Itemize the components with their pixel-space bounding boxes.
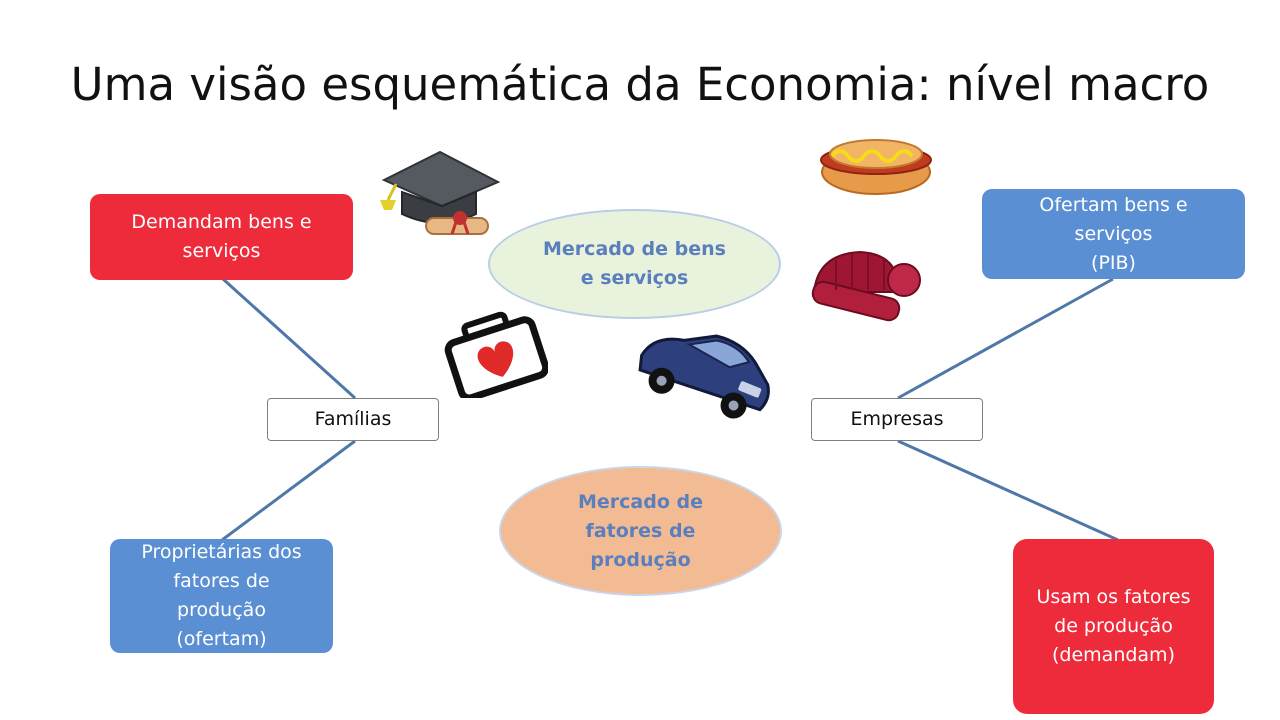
factors-market-line-2: fatores de — [585, 519, 696, 542]
families-label: Famílias — [314, 408, 392, 430]
goods-market-ellipse: Mercado de bens e serviços — [488, 209, 781, 319]
graduation-cap-icon — [380, 150, 501, 235]
families-owners-box: Proprietárias dos fatores de produção (o… — [110, 539, 333, 653]
slide-title: Uma visão esquemática da Economia: nível… — [70, 58, 1210, 111]
families-owners-line-1: Proprietárias dos — [141, 541, 302, 563]
families-demand-box: Demandam bens e serviços — [90, 194, 353, 280]
connector-demand-to-families — [221, 277, 357, 400]
hot-dog-icon — [820, 139, 932, 195]
goods-market-line-1: Mercado de bens — [543, 238, 726, 260]
families-owners-line-3: produção — [177, 599, 266, 621]
factors-market-ellipse: Mercado de fatores de produção — [499, 466, 782, 596]
firms-supply-line-1: Ofertam bens e — [1039, 193, 1188, 216]
families-demand-line-2: serviços — [182, 240, 261, 262]
families-demand-line-1: Demandam bens e — [131, 211, 312, 233]
firms-supply-line-2: serviços — [1074, 222, 1153, 245]
factors-market-line-3: produção — [590, 548, 691, 571]
firms-uses-box: Usam os fatores de produção (demandam) — [1013, 539, 1214, 714]
connector-supply-to-firms — [897, 277, 1114, 400]
families-owners-line-2: fatores de — [173, 570, 270, 592]
firms-uses-line-1: Usam os fatores — [1036, 586, 1191, 608]
connector-firms-to-uses — [897, 439, 1119, 542]
goods-market-line-2: e serviços — [580, 267, 689, 289]
wool-hat-icon — [811, 250, 921, 322]
factors-market-line-1: Mercado de — [577, 490, 703, 513]
families-owners-line-4: (ofertam) — [176, 628, 267, 650]
firms-label: Empresas — [850, 408, 944, 430]
first-aid-kit-icon — [444, 311, 548, 398]
connector-families-to-owners — [221, 439, 356, 542]
firms-uses-line-2: de produção — [1054, 615, 1173, 637]
car-icon — [638, 334, 770, 419]
firms-box: Empresas — [811, 398, 983, 441]
firms-supply-box: Ofertam bens e serviços (PIB) — [982, 189, 1245, 279]
families-box: Famílias — [267, 398, 439, 441]
firms-uses-line-3: (demandam) — [1052, 644, 1175, 666]
firms-supply-line-3: (PIB) — [1091, 251, 1136, 274]
